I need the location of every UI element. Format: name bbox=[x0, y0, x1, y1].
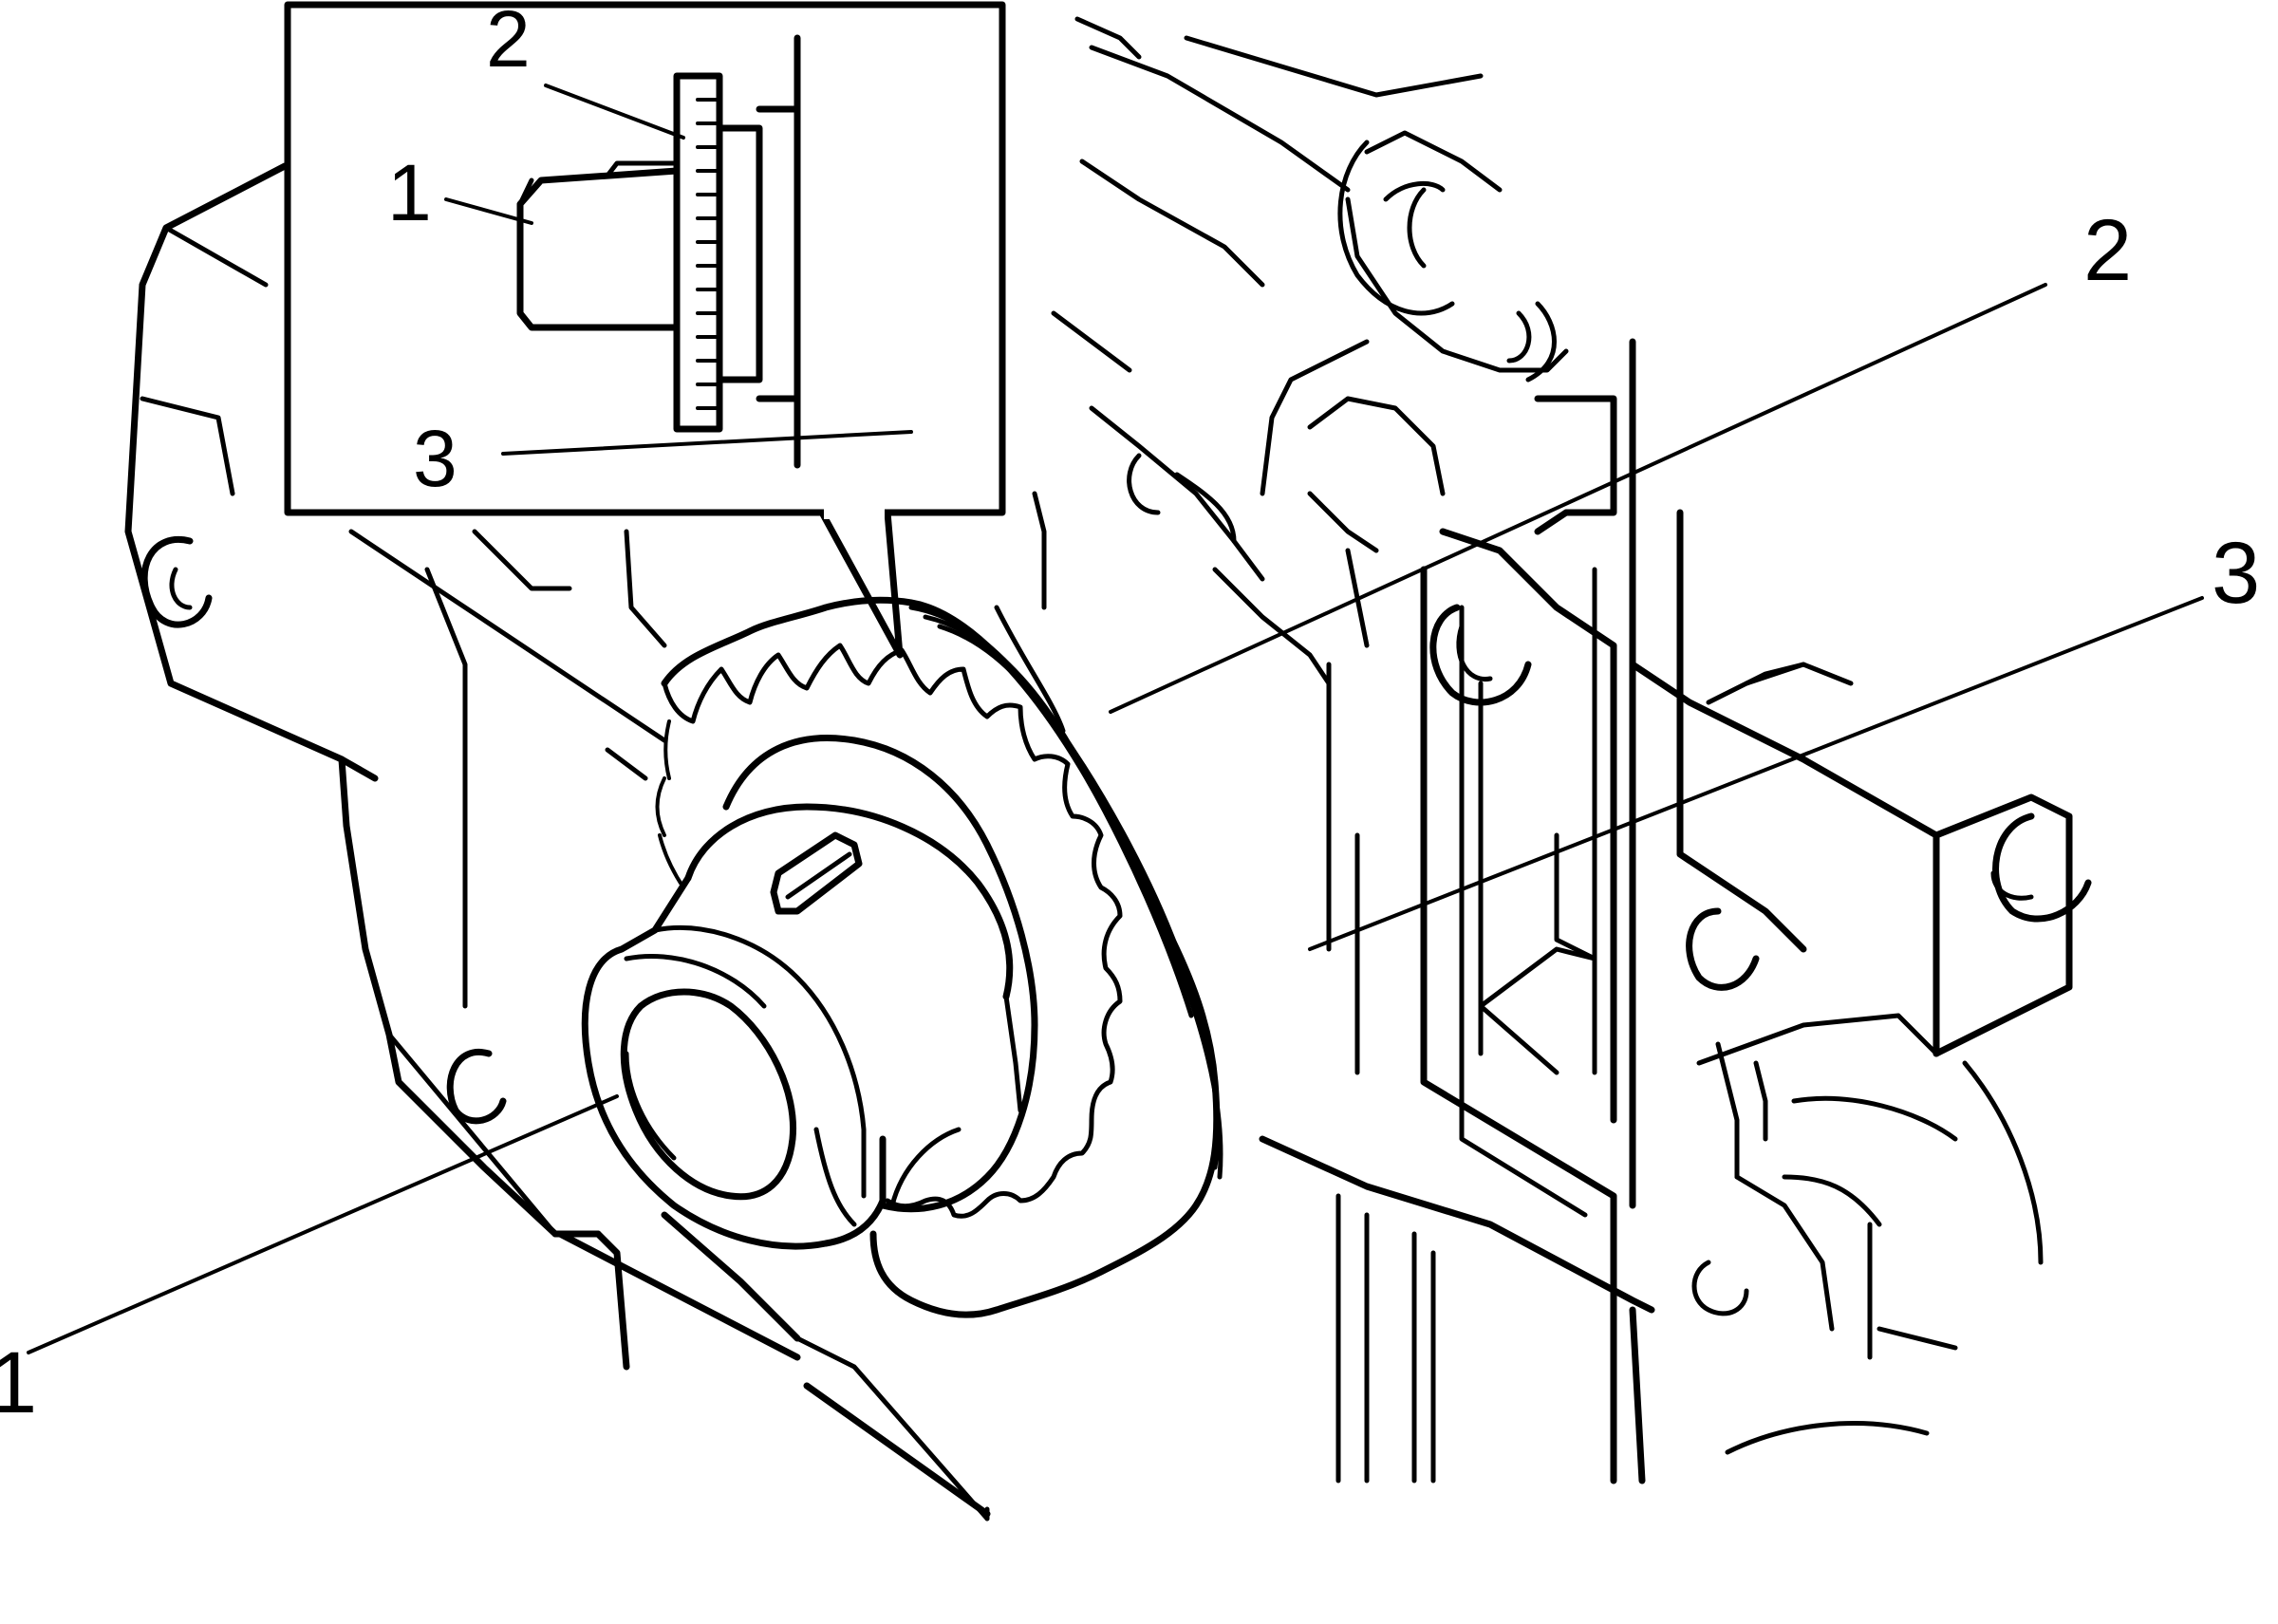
main-callouts: 1 2 3 bbox=[0, 202, 2260, 1431]
leader-line-3 bbox=[1308, 596, 2204, 951]
inset-tooth-marks bbox=[696, 98, 721, 410]
main-leader-lines bbox=[27, 283, 2204, 1354]
camshaft-sprocket bbox=[655, 596, 1223, 1318]
detail-inset: 1 2 3 bbox=[284, 0, 1006, 659]
leader-line-2 bbox=[1109, 283, 2047, 714]
callout-1: 1 bbox=[0, 1335, 37, 1431]
engine-block-outline bbox=[124, 16, 2092, 1521]
callout-3: 3 bbox=[2212, 525, 2260, 622]
callout-2: 2 bbox=[2083, 202, 2132, 299]
inset-shaft bbox=[516, 167, 681, 331]
inset-sprocket-section bbox=[673, 72, 723, 433]
inset-callout-2: 2 bbox=[486, 0, 531, 84]
leader-line-1 bbox=[27, 1094, 619, 1354]
inset-reference-line bbox=[501, 430, 913, 456]
inset-callout-1: 1 bbox=[387, 148, 432, 237]
inset-callout-3: 3 bbox=[413, 414, 457, 503]
inset-pointer bbox=[818, 509, 904, 659]
inset-frame bbox=[284, 1, 1006, 516]
camshaft-hub bbox=[581, 803, 1023, 1250]
